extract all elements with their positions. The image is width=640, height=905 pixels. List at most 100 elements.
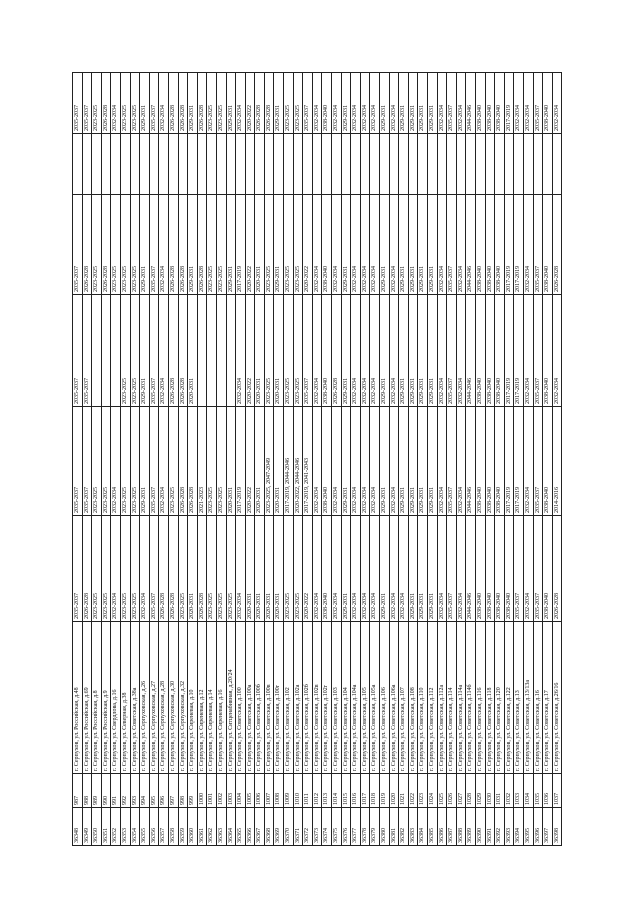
period-cell: 2038-2040 bbox=[485, 194, 495, 295]
period-cell: 2023-2025 bbox=[293, 294, 303, 407]
period-cell bbox=[101, 294, 111, 407]
period-cell: 2032-2034 bbox=[360, 72, 370, 134]
period-cell: 2032-2034 bbox=[331, 406, 342, 516]
address-cell: г. Серпухов, ул. Советская, д.114а bbox=[456, 621, 466, 774]
period-cell: 2038-2040 bbox=[475, 194, 486, 295]
period-cell: 2029-2031 bbox=[273, 194, 284, 295]
period-cell: 2023-2025 bbox=[216, 406, 226, 516]
period-cell: 2032-2034 bbox=[437, 294, 447, 407]
address-cell: г. Серпухов, ул. Советская, д.114 bbox=[446, 621, 457, 774]
period-cell: 2038-2040 bbox=[542, 294, 553, 407]
period-cell: 2029-2031 bbox=[379, 406, 390, 516]
row-id-cell: 36384 bbox=[417, 807, 428, 846]
period-cell: 2026-2028 bbox=[101, 194, 111, 295]
period-cell: 2020-2031 bbox=[245, 515, 255, 622]
period-cell bbox=[216, 294, 226, 407]
seq-number-cell: 1034 bbox=[523, 773, 533, 808]
period-cell: 2026-2028 bbox=[254, 72, 265, 134]
period-cell: 2032-2034 bbox=[360, 294, 370, 407]
period-cell bbox=[168, 133, 179, 195]
period-cell bbox=[533, 133, 543, 195]
period-cell: 2026-2028 bbox=[82, 194, 92, 295]
seq-number-cell: 1023 bbox=[417, 773, 428, 808]
period-cell: 2038-2040 bbox=[485, 515, 495, 622]
period-cell bbox=[226, 294, 236, 407]
row-id-cell: 36359 bbox=[178, 807, 188, 846]
address-cell: г. Серпухов, ул. Советская, д.104а bbox=[350, 621, 361, 774]
address-cell: г. Серпухов, ул. Советская, д.26/16 bbox=[552, 621, 562, 774]
row-id-cell: 36355 bbox=[139, 807, 150, 846]
period-cell bbox=[197, 294, 207, 407]
period-cell: 2017-2019 bbox=[513, 294, 524, 407]
period-cell: 2032-2034 bbox=[360, 194, 370, 295]
address-cell: г. Серпухов, ул. Серпуховская, д.32 bbox=[178, 621, 188, 774]
period-cell: 2026-2028 bbox=[178, 72, 188, 134]
period-cell: 2032-2034 bbox=[369, 72, 380, 134]
row-id-cell: 36373 bbox=[312, 807, 322, 846]
period-cell: 2032-2034 bbox=[312, 194, 322, 295]
period-cell: 2023-2025 bbox=[168, 406, 179, 516]
address-cell: г. Серпухов, ул. Серпуховская, д.27 bbox=[149, 621, 159, 774]
seq-number-cell: 989 bbox=[91, 773, 102, 808]
period-cell bbox=[254, 133, 265, 195]
address-cell: г. Серпухов, ул. Российская, д.8 bbox=[91, 621, 102, 774]
seq-number-cell: 1007 bbox=[264, 773, 274, 808]
period-cell: 2029-2031 bbox=[417, 72, 428, 134]
period-cell bbox=[494, 133, 505, 195]
period-cell: 2038-2040 bbox=[485, 294, 495, 407]
period-cell: 2029-2031 bbox=[187, 194, 198, 295]
period-cell: 2035-2037 bbox=[533, 406, 543, 516]
period-cell: 2032-2034 bbox=[158, 194, 169, 295]
period-cell: 2029-2031 bbox=[341, 194, 351, 295]
period-cell: 2032-2034 bbox=[360, 406, 370, 516]
address-cell: г. Серпухов, ул. Советская, д.38а bbox=[130, 621, 140, 774]
row-id-cell: 36361 bbox=[197, 807, 207, 846]
seq-number-cell: 1010 bbox=[293, 773, 303, 808]
period-cell: 2026-2028 bbox=[168, 72, 179, 134]
period-cell: 2029-2031 bbox=[427, 194, 438, 295]
period-cell: 2020-2031 bbox=[254, 515, 265, 622]
period-cell: 2032-2034 bbox=[389, 194, 399, 295]
period-cell: 2032-2034 bbox=[350, 515, 361, 622]
row-id-cell: 36394 bbox=[513, 807, 524, 846]
period-cell: 2026-2028 bbox=[158, 515, 169, 622]
period-cell: 2032-2034 bbox=[552, 72, 562, 134]
period-cell: 2032-2034 bbox=[437, 72, 447, 134]
period-cell: 2035-2037 bbox=[72, 515, 83, 622]
period-cell bbox=[485, 133, 495, 195]
period-cell: 2032-2034 bbox=[552, 294, 562, 407]
address-cell: г. Серпухов, ул. Советская, д.110 bbox=[417, 621, 428, 774]
period-cell: 2038-2040 bbox=[485, 72, 495, 134]
seq-number-cell: 1036 bbox=[542, 773, 553, 808]
period-cell: 2032-2034 bbox=[110, 406, 121, 516]
period-cell bbox=[398, 133, 409, 195]
period-cell: 2035-2037 bbox=[302, 72, 313, 134]
period-cell: 2038-2040 bbox=[542, 406, 553, 516]
period-cell: 2035-2037 bbox=[149, 406, 159, 516]
period-cell: 2032-2034 bbox=[523, 72, 533, 134]
row-id-cell: 36363 bbox=[216, 807, 226, 846]
seq-number-cell: 1008 bbox=[273, 773, 284, 808]
period-cell bbox=[197, 133, 207, 195]
period-cell: 2029-2031 bbox=[427, 72, 438, 134]
period-cell: 2035-2037 bbox=[302, 294, 313, 407]
row-id-cell: 36364 bbox=[226, 807, 236, 846]
row-id-cell: 36383 bbox=[408, 807, 418, 846]
